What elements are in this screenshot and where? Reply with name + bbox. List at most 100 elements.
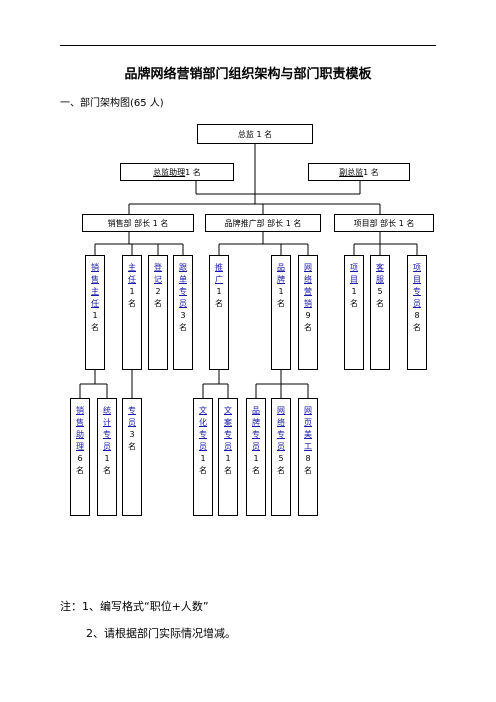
role-count-char: 5 bbox=[278, 454, 284, 463]
deputy-count: 1 名 bbox=[363, 167, 379, 177]
role-title-char: 主 bbox=[91, 287, 99, 296]
role-stats: 统计专员 1 名 bbox=[97, 398, 117, 516]
role-title-char: 网 bbox=[304, 263, 312, 272]
deputy-box: 副总监 1 名 bbox=[308, 163, 410, 181]
role-title-char: 目 bbox=[413, 275, 421, 284]
role-count-char: 名 bbox=[179, 323, 187, 332]
role-count-char: 名 bbox=[350, 299, 358, 308]
role-count-char: 名 bbox=[252, 466, 260, 475]
role-title-char: 目 bbox=[350, 275, 358, 284]
role-title-char: 牌 bbox=[252, 418, 260, 427]
role-count-char: 名 bbox=[199, 466, 207, 475]
dept-project-label: 项目部 部长 1 名 bbox=[353, 218, 415, 228]
document-title: 品牌网络营销部门组织架构与部门职责模板 bbox=[124, 67, 372, 82]
role-count-char: 名 bbox=[215, 299, 223, 308]
dept-sales-label: 销售部 部长 1 名 bbox=[107, 218, 169, 228]
role-count-char: 名 bbox=[277, 299, 285, 308]
role-title-char: 客 bbox=[376, 263, 384, 272]
role-title-char: 专 bbox=[199, 430, 207, 439]
role-promote: 推广 1 名 bbox=[209, 255, 229, 370]
role-title-char: 网 bbox=[277, 406, 285, 415]
role-count-char: 1 bbox=[104, 454, 110, 463]
role-title-char: 助 bbox=[76, 430, 84, 439]
role-title-char: 工 bbox=[304, 442, 312, 451]
role-title-char: 员 bbox=[224, 442, 232, 451]
role-title-char: 任 bbox=[91, 299, 99, 308]
role-title-char: 专 bbox=[277, 430, 285, 439]
role-count-char: 名 bbox=[91, 323, 99, 332]
role-title-char: 页 bbox=[304, 418, 312, 427]
role-title-char: 广 bbox=[215, 275, 223, 284]
role-count-char: 名 bbox=[128, 299, 136, 308]
dept-sales-box: 销售部 部长 1 名 bbox=[82, 214, 194, 232]
role-title-char: 推 bbox=[215, 263, 223, 272]
role-title-char: 员 bbox=[199, 442, 207, 451]
role-count-char: 名 bbox=[304, 323, 312, 332]
role-title-char: 品 bbox=[277, 263, 285, 272]
role-count-char: 名 bbox=[128, 442, 136, 451]
role-title-char: 统 bbox=[103, 406, 111, 415]
role-title-char: 服 bbox=[376, 275, 384, 284]
role-title-char: 专 bbox=[103, 430, 111, 439]
role-title-char: 单 bbox=[179, 275, 187, 284]
deputy-title: 副总监 bbox=[339, 167, 364, 177]
role-count-char: 8 bbox=[414, 311, 420, 320]
role-title-char: 网 bbox=[304, 406, 312, 415]
role-count-char: 1 bbox=[253, 454, 259, 463]
role-web-art: 网页美工 8 名 bbox=[298, 398, 318, 516]
role-count-char: 3 bbox=[180, 311, 186, 320]
note-line-1: 注：1、编写格式“职位+人数” bbox=[60, 600, 209, 613]
role-title-char: 任 bbox=[128, 275, 136, 284]
role-count-char: 名 bbox=[304, 466, 312, 475]
role-count-char: 1 bbox=[278, 287, 284, 296]
role-count-char: 1 bbox=[92, 311, 98, 320]
top-rule bbox=[60, 45, 436, 46]
role-count-char: 1 bbox=[129, 287, 135, 296]
role-title-char: 专 bbox=[179, 287, 187, 296]
role-title-char: 记 bbox=[154, 275, 162, 284]
role-count-char: 名 bbox=[413, 323, 421, 332]
role-title-char: 员 bbox=[252, 442, 260, 451]
role-title-char: 专 bbox=[252, 430, 260, 439]
role-title-char: 品 bbox=[252, 406, 260, 415]
role-title-char: 主 bbox=[128, 263, 136, 272]
role-title-char: 员 bbox=[277, 442, 285, 451]
assistant-title: 总监助理 bbox=[153, 167, 186, 177]
role-count-char: 名 bbox=[103, 466, 111, 475]
role-title-char: 美 bbox=[304, 430, 312, 439]
role-count-char: 1 bbox=[225, 454, 231, 463]
role-count-char: 名 bbox=[277, 466, 285, 475]
role-title-char: 计 bbox=[103, 418, 111, 427]
note-line-2: 2、请根据部门实际情况增减。 bbox=[86, 627, 236, 640]
dept-project-box: 项目部 部长 1 名 bbox=[334, 214, 434, 232]
role-count-char: 8 bbox=[305, 454, 311, 463]
role-count-char: 名 bbox=[224, 466, 232, 475]
role-title-char: 员 bbox=[103, 442, 111, 451]
role-title-char: 文 bbox=[199, 406, 207, 415]
role-title-char: 营 bbox=[304, 287, 312, 296]
role-title-char: 案 bbox=[224, 418, 232, 427]
role-title-char: 员 bbox=[413, 299, 421, 308]
role-title-char: 专 bbox=[413, 287, 421, 296]
role-count-char: 9 bbox=[305, 311, 311, 320]
role-title-char: 专 bbox=[128, 406, 136, 415]
role-count-char: 6 bbox=[77, 454, 83, 463]
role-title-char: 理 bbox=[76, 442, 84, 451]
role-count-char: 2 bbox=[155, 287, 161, 296]
role-count-char: 3 bbox=[129, 430, 135, 439]
role-count-char: 1 bbox=[216, 287, 222, 296]
role-count-char: 1 bbox=[351, 287, 357, 296]
role-title-char: 销 bbox=[91, 263, 99, 272]
role-title-char: 牌 bbox=[277, 275, 285, 284]
role-count-char: 1 bbox=[200, 454, 206, 463]
role-title-char: 项 bbox=[350, 263, 358, 272]
